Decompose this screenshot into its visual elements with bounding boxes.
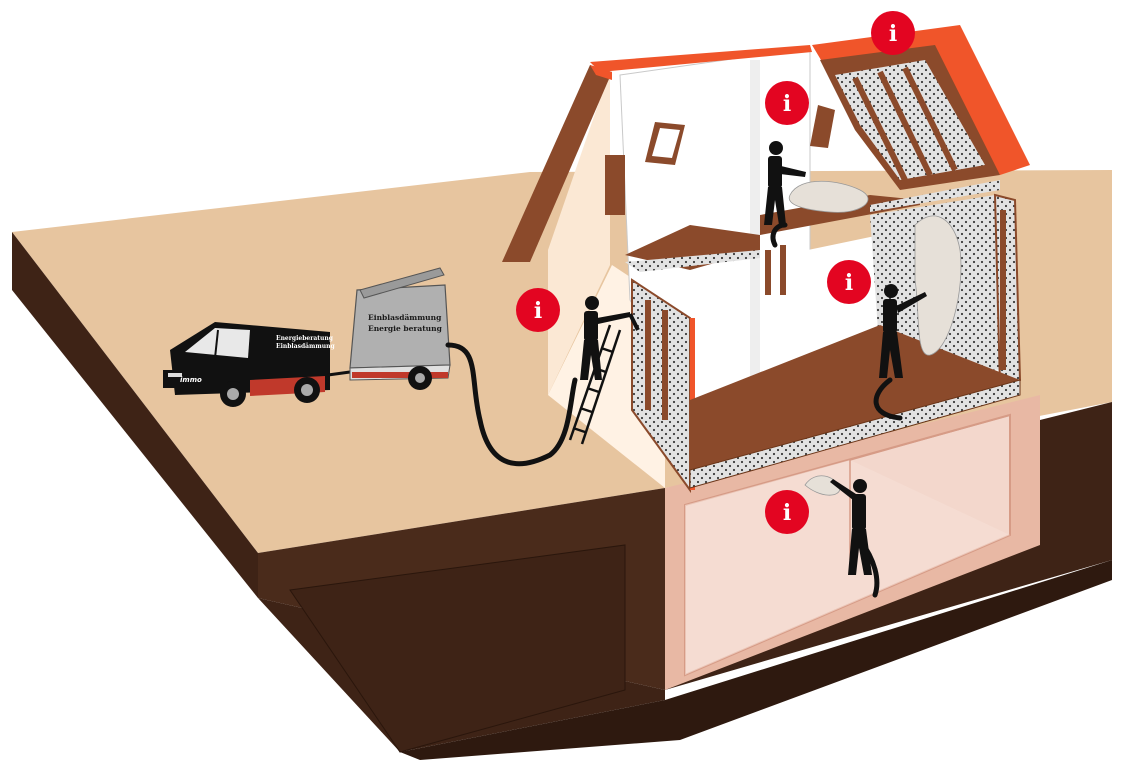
- van-logo: immo: [180, 376, 202, 384]
- info-icon: i: [783, 500, 791, 526]
- info-hotspot-attic-floor[interactable]: i: [765, 81, 809, 125]
- trailer-text-1: Einblasdämmung: [368, 313, 442, 322]
- info-icon: i: [783, 91, 791, 117]
- van: Energieberatung Einblasdämmung immo: [163, 322, 335, 407]
- info-hotspot-roof[interactable]: i: [871, 11, 915, 55]
- trailer-text-2: Energie beratung: [368, 324, 443, 333]
- van-text-1: Energieberatung: [276, 335, 334, 342]
- info-hotspot-exterior-wall[interactable]: i: [516, 288, 560, 332]
- insulation-machine-trailer: Einblasdämmung Energie beratung: [327, 267, 451, 390]
- worker-basement: [830, 479, 872, 575]
- worker-upper-room: [879, 284, 927, 378]
- worker-attic: [764, 141, 806, 225]
- roof: [502, 25, 1030, 262]
- insulation-clouds: [788, 180, 962, 496]
- info-hotspot-upper-wall[interactable]: i: [827, 260, 871, 304]
- floors: [625, 180, 1021, 489]
- van-text-2: Einblasdämmung: [276, 343, 335, 350]
- timber-posts: [605, 155, 1006, 420]
- info-hotspot-basement-ceiling[interactable]: i: [765, 490, 809, 534]
- worker-on-ladder: [580, 296, 640, 380]
- info-icon: i: [845, 270, 853, 296]
- info-icon: i: [534, 298, 542, 324]
- info-icon: i: [889, 21, 897, 47]
